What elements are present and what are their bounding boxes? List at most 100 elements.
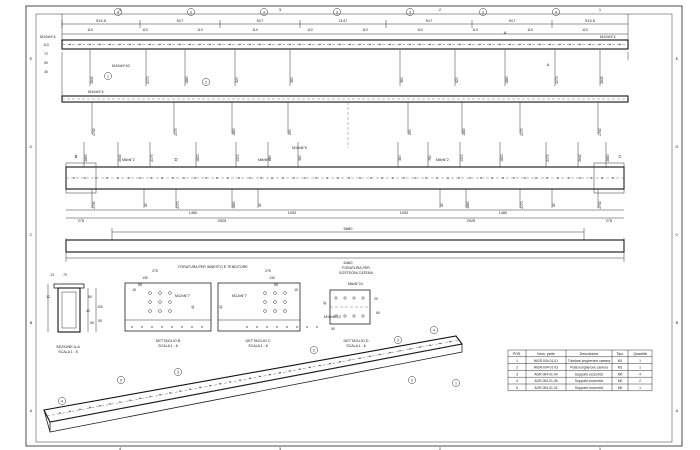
hole-mark — [479, 43, 481, 46]
hole-mark — [319, 43, 321, 46]
bom-cell: AGR-004-01-04 — [534, 372, 557, 376]
dimension-small: 110 — [582, 28, 588, 32]
hole — [148, 309, 152, 313]
hole-mark — [329, 362, 331, 365]
dimension-small: 110 — [362, 28, 368, 32]
detail-title: DETTAGLIO B — [156, 339, 181, 343]
dimension-vertical: 40 — [552, 203, 556, 207]
callout-number: 4 — [61, 399, 63, 403]
hole-mark — [299, 368, 301, 370]
hole-mark — [392, 177, 394, 179]
dimension-vertical: 2640 — [578, 154, 582, 162]
hole-mark — [99, 43, 101, 46]
border-col-label: 4 — [119, 7, 122, 12]
hole-mark — [84, 177, 86, 179]
callout-number: 4 — [117, 10, 119, 14]
border-row-label: E — [676, 56, 679, 61]
hole-mark — [141, 326, 143, 328]
hole-mark — [109, 403, 111, 405]
border-row-label: A — [676, 408, 679, 413]
hole-mark — [227, 177, 229, 179]
hole-mark — [161, 177, 163, 179]
hole-mark — [579, 177, 581, 179]
dimension-vertical: 2640 — [118, 154, 122, 162]
hole-mark — [95, 177, 97, 179]
hole-mark — [249, 377, 251, 379]
section-dimension: 70 — [63, 273, 67, 277]
hole-mark — [149, 43, 151, 46]
border-row-label: D — [30, 144, 33, 149]
hole-mark — [259, 375, 261, 378]
hole-mark — [609, 43, 611, 46]
dimension-vertical: 2070 — [546, 154, 550, 162]
callout-balloon — [552, 8, 560, 16]
hole — [361, 314, 365, 318]
dimension-small: 110 — [252, 28, 258, 32]
hole-mark — [181, 326, 183, 328]
hole-mark — [289, 370, 291, 372]
hole-mark — [194, 177, 196, 179]
hole-mark — [339, 43, 341, 46]
bom-cell: M1 — [618, 366, 623, 370]
dimension-left: 72 — [44, 52, 48, 56]
hole-mark — [129, 43, 131, 46]
dimension-mid: 1460 — [189, 211, 197, 215]
hole-mark — [439, 43, 441, 46]
hole-mark — [329, 43, 331, 46]
hole-mark — [315, 177, 317, 179]
callout-balloon — [58, 397, 66, 405]
border-col-label: 1 — [599, 446, 602, 450]
dimension-vertical: 40 — [440, 203, 444, 207]
border-row-label: E — [30, 56, 33, 61]
callout-number: 2 — [482, 10, 484, 14]
dimension-vertical: 780 — [428, 155, 432, 161]
bom-cell: M0 — [618, 372, 623, 376]
detail-dimension: 15 — [294, 288, 298, 292]
hole-mark — [249, 177, 251, 179]
hole-mark — [189, 388, 191, 390]
dimension-vertical: 1880 — [505, 76, 509, 84]
hole-mark — [99, 404, 101, 407]
dimension-vertical: 1880 — [232, 201, 236, 209]
hole-mark — [117, 177, 119, 179]
detail-dimension: 275 — [152, 269, 158, 273]
dimension-vertical: 2070 — [520, 128, 524, 136]
hole — [334, 296, 338, 300]
hole — [168, 309, 172, 313]
detail-dimension: 130 — [142, 276, 148, 280]
section-dimension: 50 — [90, 321, 94, 325]
hole-mark — [389, 43, 391, 46]
hole-mark — [172, 177, 174, 179]
hole-mark — [381, 177, 383, 179]
hole — [273, 291, 277, 295]
detail-dimension: 130 — [269, 276, 275, 280]
dimension-top: 917 — [426, 18, 433, 23]
hole — [263, 291, 267, 295]
hole-mark — [414, 177, 416, 179]
hole-mark — [159, 394, 161, 396]
detail-scale: SCALA 1 : 6 — [158, 344, 178, 348]
hole-mark — [201, 326, 203, 328]
hole-mark — [316, 326, 318, 328]
detail-d — [329, 289, 371, 325]
section-scale: SCALA 1 : 5 — [58, 350, 78, 354]
hole-mark — [289, 43, 291, 46]
hole-mark — [89, 43, 91, 46]
hole-mark — [509, 43, 511, 46]
dimension-bottom: 2925 — [218, 219, 226, 223]
section-aa — [47, 283, 97, 333]
dimension-small: 110 — [142, 28, 148, 32]
bom-cell: 1 — [639, 386, 641, 390]
hole — [263, 309, 267, 313]
border-col-label: 3 — [279, 7, 282, 12]
hole-mark — [266, 326, 268, 328]
callout-balloon — [104, 72, 112, 80]
hole-mark — [403, 177, 405, 179]
hole — [334, 314, 338, 318]
hole-mark — [246, 326, 248, 328]
hole-mark — [491, 177, 493, 179]
detail-header: FORATURA PER INNESTO E TENDITORE — [178, 265, 248, 269]
hole-mark — [299, 43, 301, 46]
